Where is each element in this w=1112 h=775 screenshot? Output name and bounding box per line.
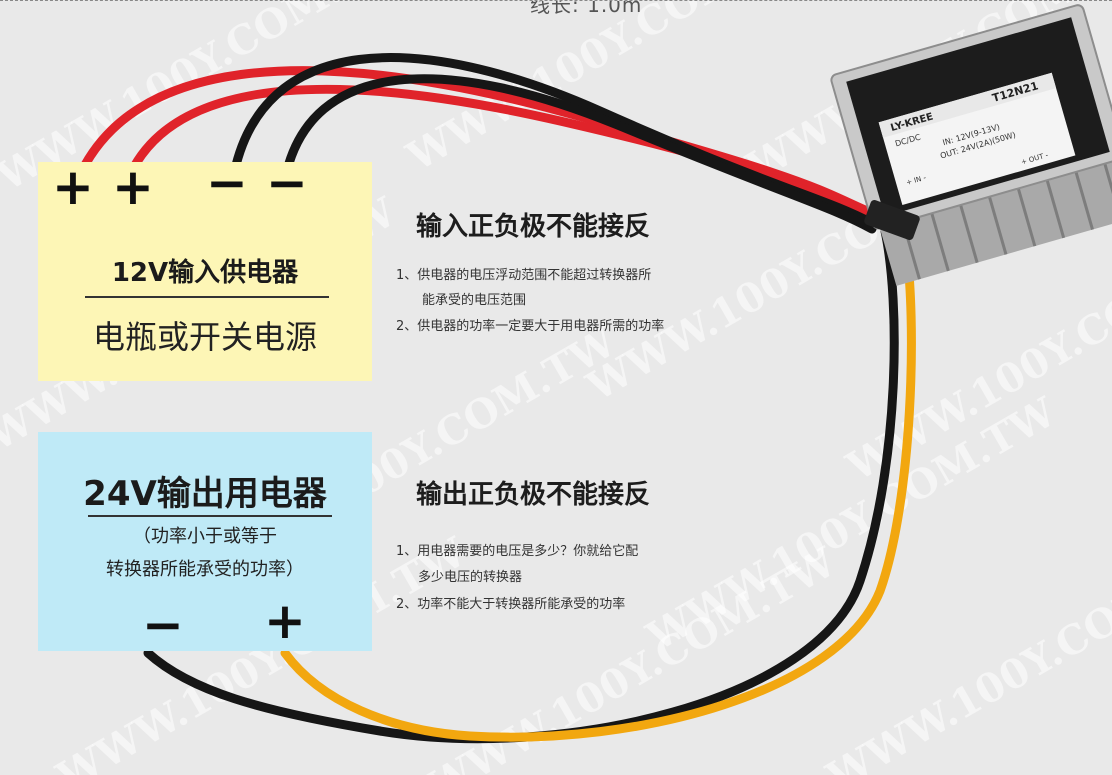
red-input-wire	[73, 66, 877, 218]
dc-dc-converter	[830, 4, 1112, 286]
divider	[88, 515, 332, 517]
input-note: 能承受的电压范围	[422, 293, 527, 308]
output-box-subtitle: （功率小于或等于	[133, 526, 277, 547]
output-note: 2、功率不能大于转换器所能承受的功率	[396, 597, 626, 612]
input-power-source-box: + + − − 12V输入供电器 电瓶或开关电源	[38, 158, 372, 381]
input-note: 1、供电器的电压浮动范围不能超过转换器所	[396, 268, 652, 283]
negative-terminal-sign: −	[206, 154, 248, 212]
divider	[85, 296, 329, 298]
positive-terminal-sign: +	[112, 158, 154, 216]
input-box-title: 12V输入供电器	[111, 258, 299, 288]
input-box-subtitle: 电瓶或开关电源	[92, 318, 317, 356]
yellow-output-wire	[280, 234, 916, 742]
black-input-wire	[280, 74, 877, 234]
input-section-title: 输入正负极不能接反	[416, 212, 651, 242]
output-box-title: 24V输出用电器	[83, 474, 327, 514]
black-input-wire	[228, 53, 877, 228]
input-note: 2、供电器的功率一定要大于用电器所需的功率	[396, 319, 665, 334]
wire-grommet	[864, 200, 920, 240]
converter-label	[878, 72, 1076, 206]
output-box-subtitle: 转换器所能承受的功率）	[106, 559, 304, 580]
positive-terminal-sign: +	[52, 158, 94, 216]
top-caption: 线长: 1.0m	[530, 0, 643, 17]
negative-terminal-sign: −	[142, 596, 184, 654]
positive-terminal-sign: +	[264, 592, 306, 650]
output-note: 1、用电器需要的电压是多少？你就给它配	[396, 544, 639, 559]
output-section-title: 输出正负极不能接反	[416, 480, 651, 510]
negative-terminal-sign: −	[266, 154, 308, 212]
black-output-wire	[143, 226, 899, 744]
output-note: 多少电压的转换器	[418, 570, 523, 585]
output-load-box: 24V输出用电器 （功率小于或等于 转换器所能承受的功率） − +	[38, 432, 372, 651]
